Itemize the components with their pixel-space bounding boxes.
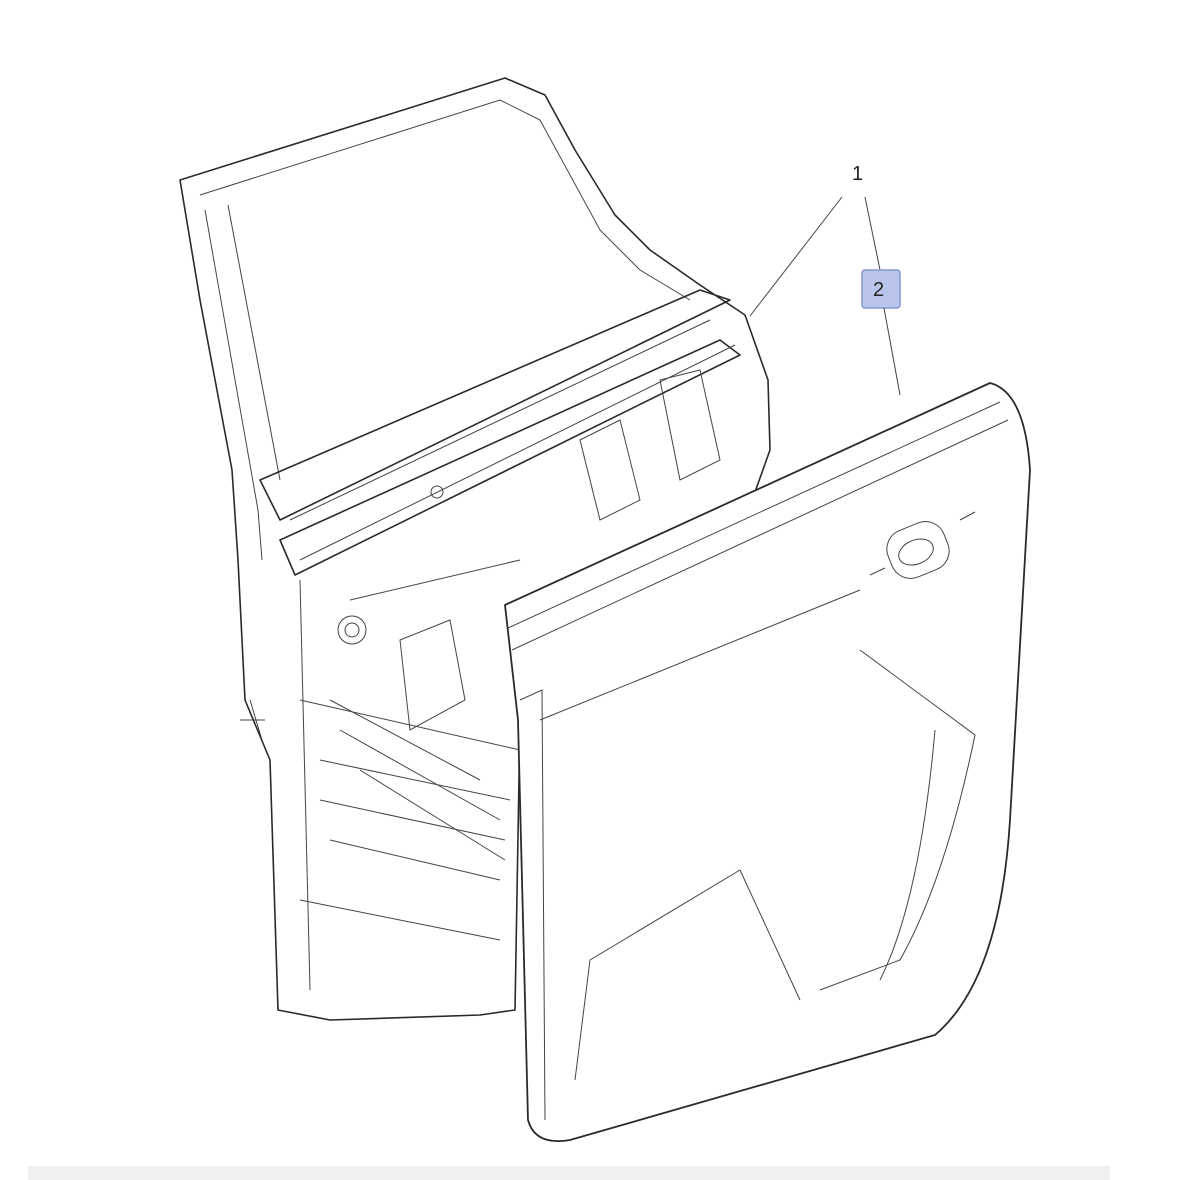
bottom-divider (28, 1166, 1110, 1180)
leader-line (749, 196, 843, 317)
outer-door-panel (504, 382, 1031, 1142)
leader-line (883, 307, 901, 396)
callout-1: 1 (749, 163, 881, 317)
door-handle (898, 538, 934, 566)
callout-2-box[interactable] (861, 269, 901, 309)
leader-line (864, 196, 881, 271)
callout-2[interactable]: 2 (861, 269, 901, 396)
callout-2-label[interactable]: 2 (873, 279, 884, 301)
callout-1-label: 1 (852, 163, 863, 185)
door-handle-recess (886, 521, 950, 579)
